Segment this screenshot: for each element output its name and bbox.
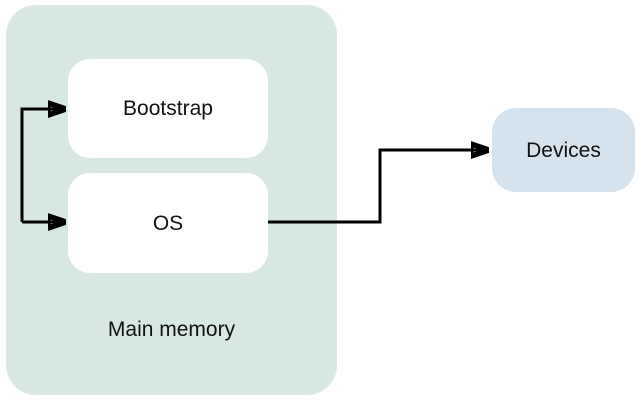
os-label: OS xyxy=(152,211,184,235)
main-memory-label: Main memory xyxy=(107,318,236,341)
bootstrap-node: Bootstrap xyxy=(68,59,268,158)
main-memory-region: Bootstrap OS Main memory xyxy=(6,5,337,395)
bootstrap-label: Bootstrap xyxy=(123,97,213,120)
os-node: OS xyxy=(68,173,268,273)
devices-node: Devices xyxy=(492,108,635,192)
devices-label: Devices xyxy=(526,138,601,162)
